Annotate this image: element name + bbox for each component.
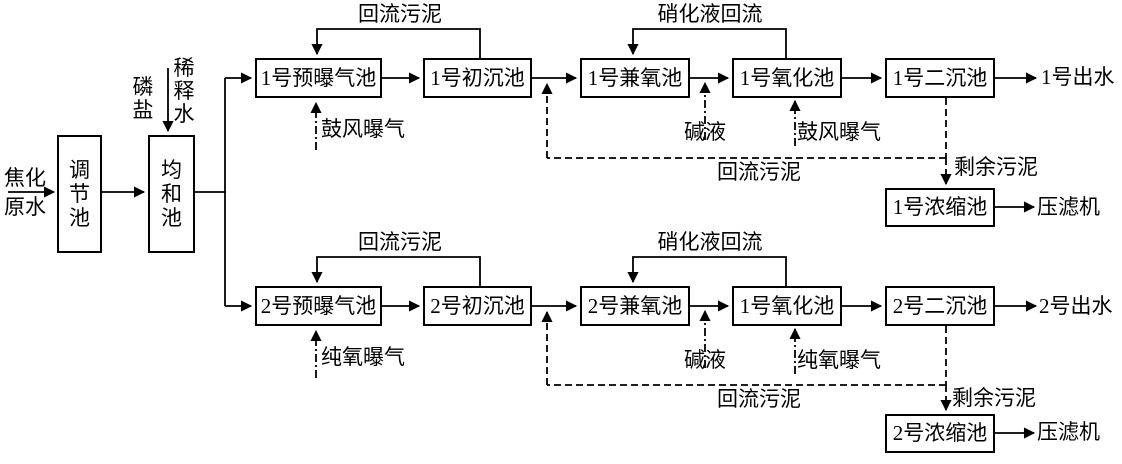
oxidation-tank-1-label: 1号氧化池: [739, 65, 835, 90]
thickener-2-label: 2号浓缩池: [892, 421, 988, 445]
phosphate-label: 磷盐: [132, 75, 154, 122]
secondary-sed-tank-2-label: 2号二沉池: [892, 293, 988, 318]
influent-label-line2: 原水: [4, 195, 46, 219]
connector-1-nitrified-return-loop: [627, 28, 787, 58]
secondary-sed-tank-1-label: 1号二沉池: [892, 65, 988, 90]
pre-aeration-tank-2-label: 2号预曝气池: [260, 293, 377, 318]
pre-aeration-supply-2-label: 纯氧曝气: [321, 345, 405, 369]
connector-1-sludge-return-loop: [311, 28, 481, 58]
facultative-tank-2-box: 2号兼氧池: [580, 286, 690, 326]
alkali-feed-2-label: 碱液: [684, 348, 726, 372]
alkali-feed-1-label: 碱液: [684, 120, 726, 144]
filter-press-2-label: 压滤机: [1037, 420, 1100, 444]
pre-aeration-supply-1-label: 鼓风曝气: [321, 117, 405, 141]
sludge-return-top-2-label: 回流污泥: [358, 230, 442, 254]
connector-2-nitrified-return-loop: [627, 256, 787, 286]
filter-press-1-label: 压滤机: [1037, 195, 1100, 219]
primary-sed-tank-2-label: 2号初沉池: [430, 293, 525, 318]
secondary-sed-tank-2-box: 2号二沉池: [885, 286, 995, 326]
excess-sludge-1-label: 剩余污泥: [954, 155, 1038, 179]
connector-2-sludge-return-loop: [311, 256, 481, 286]
pre-aeration-tank-2-box: 2号预曝气池: [255, 286, 382, 326]
thickener-1-label: 1号浓缩池: [892, 195, 988, 219]
influent-label-line1: 焦化: [4, 166, 46, 190]
oxidation-aeration-supply-1-label: 鼓风曝气: [797, 120, 881, 144]
sludge-return-bottom-2-label: 回流污泥: [717, 387, 801, 411]
oxidation-tank-1-box: 1号氧化池: [732, 58, 842, 98]
effluent-2-label: 2号出水: [1039, 294, 1113, 318]
sludge-return-bottom-1-label: 回流污泥: [717, 160, 801, 184]
equalization-tank-label: 均和池: [161, 158, 182, 230]
oxidation-aeration-supply-2-label: 纯氧曝气: [797, 348, 881, 372]
secondary-sed-tank-1-box: 1号二沉池: [885, 58, 995, 98]
regulating-tank-label: 调节池: [69, 158, 90, 230]
equalization-tank-box: 均和池: [148, 135, 195, 253]
nitrified-return-2-label: 硝化液回流: [657, 230, 763, 254]
nitrified-return-1-label: 硝化液回流: [657, 2, 763, 26]
effluent-1-label: 1号出水: [1041, 65, 1115, 89]
facultative-tank-1-box: 1号兼氧池: [580, 58, 690, 98]
primary-sed-tank-1-label: 1号初沉池: [430, 65, 525, 90]
thickener-1-box: 1号浓缩池: [885, 188, 995, 227]
pre-aeration-tank-1-box: 1号预曝气池: [255, 58, 382, 98]
oxidation-tank-2-box: 1号氧化池: [732, 286, 842, 326]
primary-sed-tank-1-box: 1号初沉池: [423, 58, 532, 98]
sludge-return-top-1-label: 回流污泥: [358, 2, 442, 26]
facultative-tank-1-label: 1号兼氧池: [587, 65, 683, 90]
oxidation-tank-2-label: 1号氧化池: [739, 293, 835, 318]
dilution-water-label: 稀释水: [173, 56, 195, 126]
excess-sludge-2-label: 剩余污泥: [952, 386, 1036, 410]
regulating-tank-box: 调节池: [57, 135, 102, 253]
pre-aeration-tank-1-label: 1号预曝气池: [260, 65, 377, 90]
facultative-tank-2-label: 2号兼氧池: [587, 293, 683, 318]
thickener-2-box: 2号浓缩池: [885, 414, 995, 453]
primary-sed-tank-2-box: 2号初沉池: [423, 286, 532, 326]
